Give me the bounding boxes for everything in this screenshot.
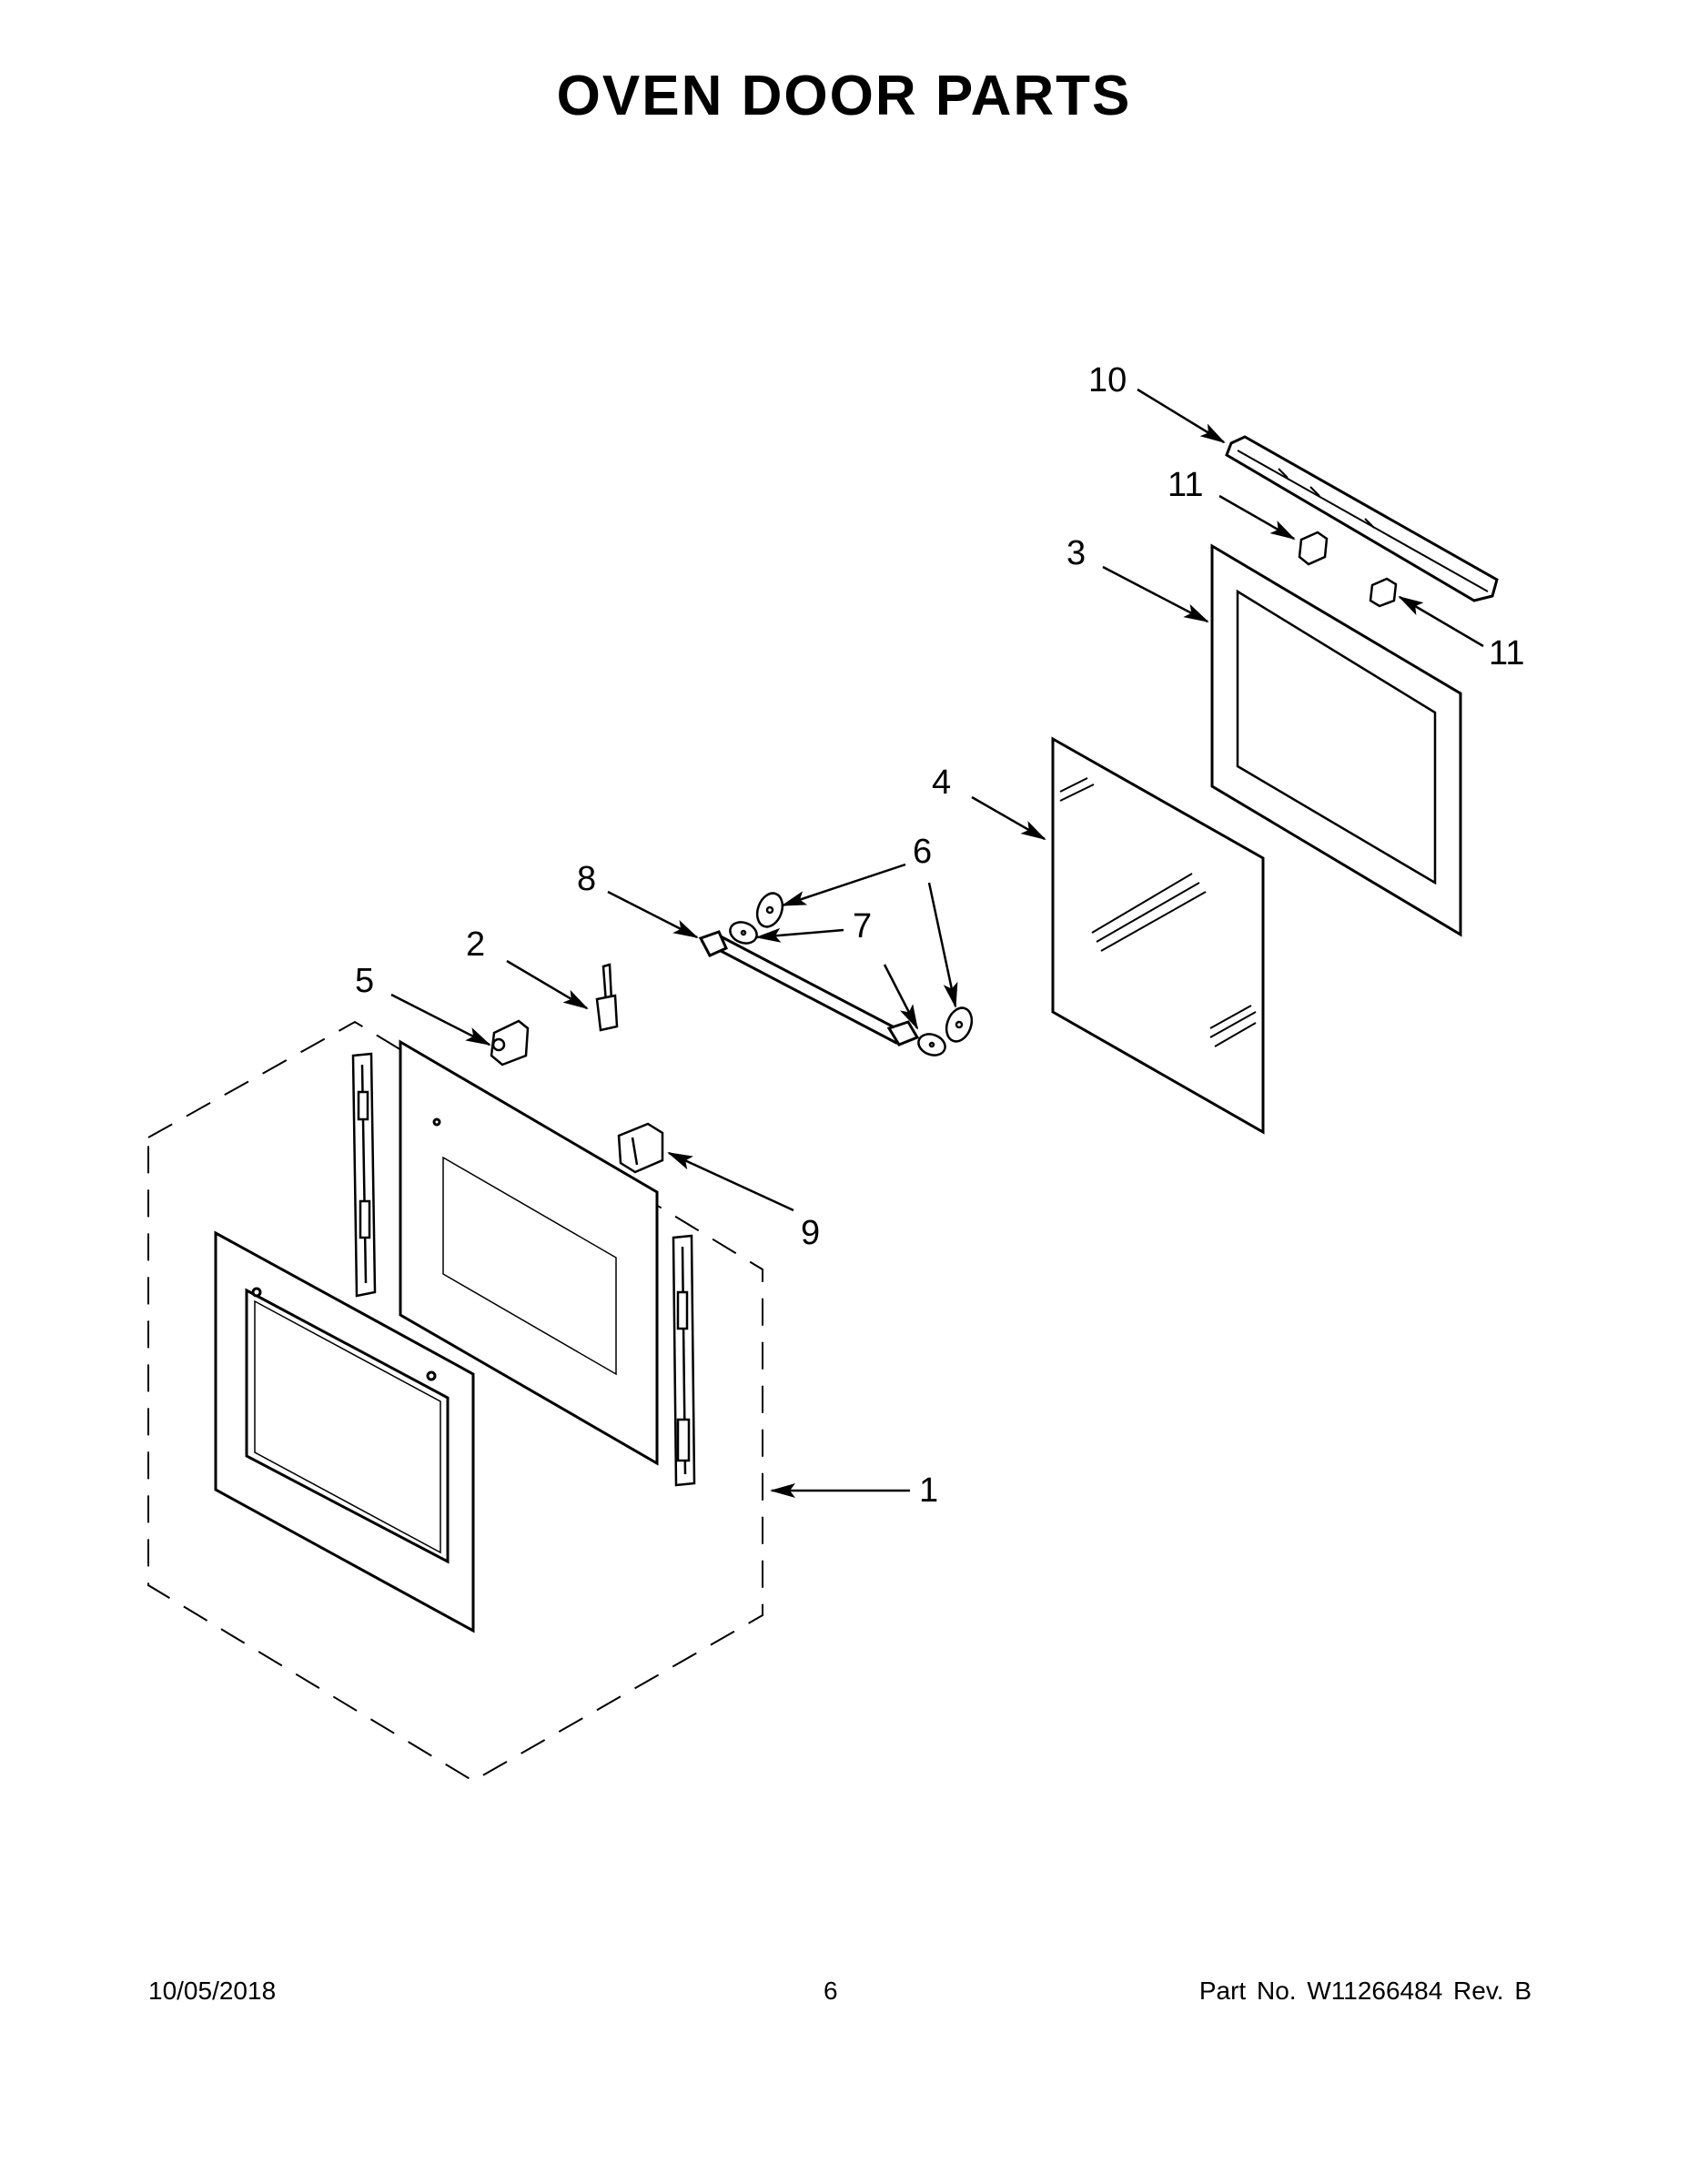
leader-7b <box>883 964 919 1030</box>
handle-spacers <box>729 892 974 1057</box>
door-assembly-outline <box>147 1020 763 1783</box>
callout-2: 2 <box>466 925 485 964</box>
footer-page-number: 6 <box>824 1977 838 2005</box>
leader-7a <box>755 927 844 943</box>
page-title: OVEN DOOR PARTS <box>556 65 1132 127</box>
hinge-part-2 <box>595 963 619 1032</box>
clip-part-11 <box>1298 531 1398 608</box>
leader-3 <box>1102 565 1209 623</box>
leader-11b <box>1398 595 1484 648</box>
bracket-part-5 <box>490 1019 530 1067</box>
vent-trim-part-10 <box>1225 435 1499 602</box>
callout-9: 9 <box>801 1214 820 1252</box>
callout-6: 6 <box>913 833 932 871</box>
callout-11a: 11 <box>1167 466 1203 504</box>
callout-8: 8 <box>577 860 596 898</box>
leader-6b <box>927 882 958 1008</box>
leader-11a <box>1218 494 1296 541</box>
footer-date: 10/05/2018 <box>148 1977 277 2005</box>
leader-4 <box>971 795 1046 841</box>
framed-glass-part-3 <box>1210 543 1462 937</box>
left-door-channel <box>351 1052 377 1298</box>
callout-10: 10 <box>1088 361 1127 399</box>
callout-11b: 11 <box>1489 634 1524 672</box>
callout-labels: 1 2 3 4 5 6 7 8 9 10 11 11 <box>355 361 1524 1510</box>
outer-door-panel <box>214 1230 475 1633</box>
footer-part-number: Part No. W11266484 Rev. B <box>1198 1977 1531 2005</box>
leader-2 <box>506 959 589 1010</box>
door-handle-part-8 <box>698 930 920 1046</box>
leader-arrows <box>390 388 1484 1498</box>
leader-5 <box>390 993 491 1046</box>
callout-7: 7 <box>853 907 872 945</box>
inner-door-panel <box>399 1039 659 1466</box>
leader-8 <box>607 890 699 939</box>
callout-3: 3 <box>1066 534 1086 572</box>
leader-9 <box>667 1151 794 1212</box>
callout-4: 4 <box>932 763 951 802</box>
callout-1: 1 <box>919 1471 938 1510</box>
right-door-channel <box>672 1234 696 1487</box>
hinge-receptacle-part-9 <box>617 1122 664 1174</box>
callout-5: 5 <box>355 962 374 1000</box>
leader-6a <box>781 863 906 907</box>
leader-10 <box>1137 388 1226 444</box>
glass-panel-part-4 <box>1051 736 1265 1135</box>
